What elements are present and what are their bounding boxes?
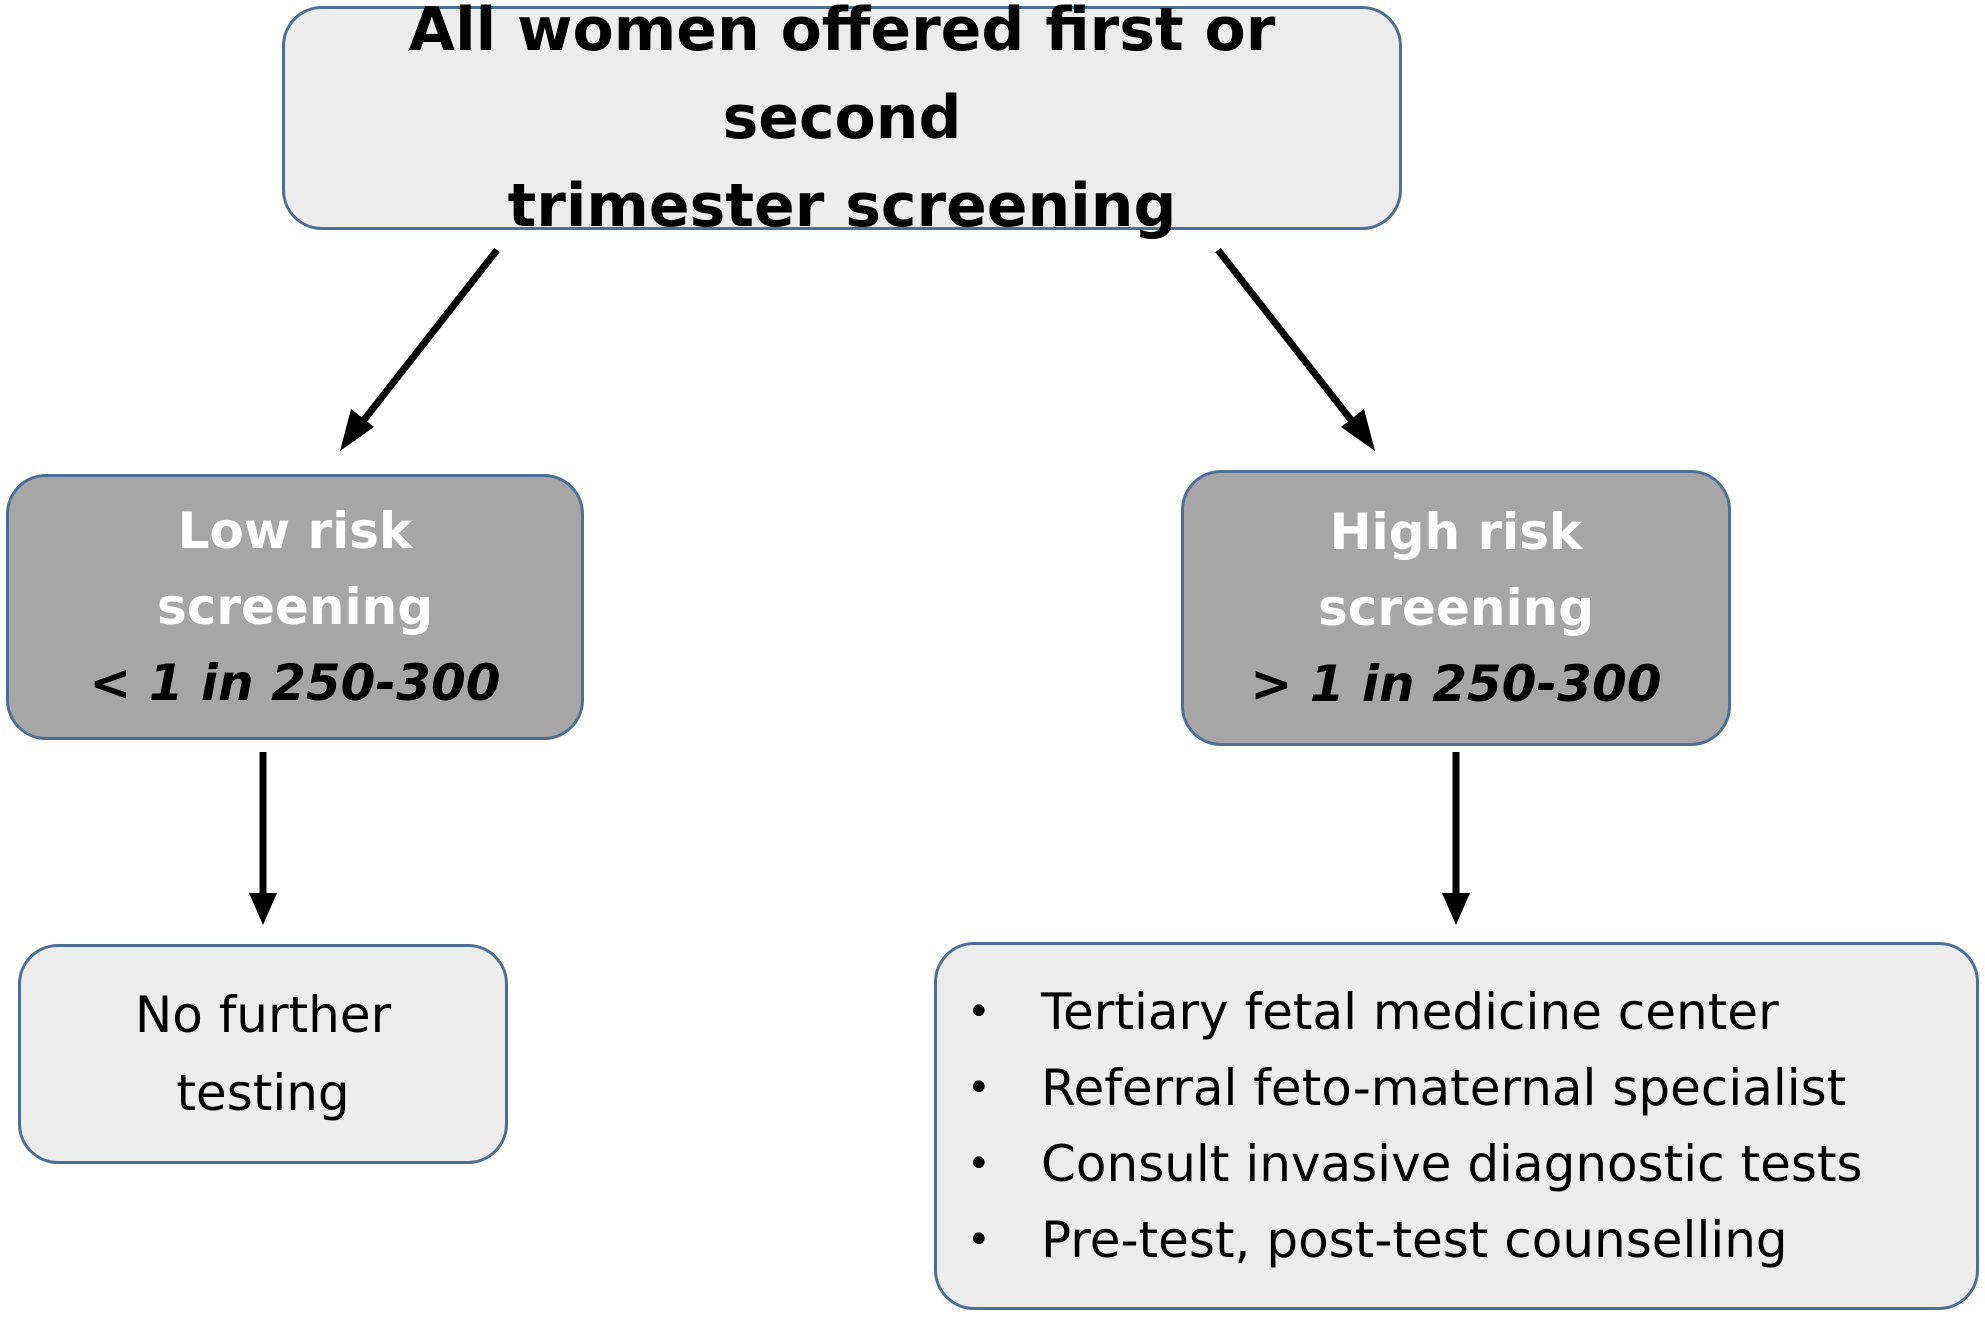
high-risk-box: High risk screening > 1 in 250-300 (1181, 470, 1731, 746)
bullet-icon: • (967, 1217, 991, 1263)
low-risk-line2: screening (156, 578, 433, 636)
low-risk-line1: Low risk (177, 502, 413, 560)
list-item: • Referral feto-maternal specialist (967, 1050, 1863, 1126)
high-risk-threshold: > 1 in 250-300 (1250, 655, 1662, 713)
screening-offer-box: All women offered first or second trimes… (282, 0, 1402, 241)
high-risk-line2: screening (1317, 579, 1594, 637)
action-label: Referral feto-maternal specialist (1041, 1059, 1847, 1117)
high-risk-line1: High risk (1329, 503, 1583, 561)
no-further-line1: No further (134, 986, 392, 1044)
bullet-icon: • (967, 1065, 991, 1111)
no-further-testing-box: No further testing (18, 944, 508, 1164)
arrow-top-to-low-risk (340, 247, 500, 451)
bullet-icon: • (967, 989, 991, 1035)
high-risk-actions-list: • Tertiary fetal medicine center • Refer… (967, 974, 1863, 1278)
screening-offer-line1: All women offered first or second (408, 0, 1276, 153)
low-risk-threshold: < 1 in 250-300 (89, 654, 501, 712)
screening-offer-line2: trimester screening (507, 171, 1177, 241)
list-item: • Consult invasive diagnostic tests (967, 1126, 1863, 1202)
action-label: Tertiary fetal medicine center (1041, 983, 1779, 1041)
arrow-low-risk-to-no-further (249, 752, 277, 925)
action-label: Pre-test, post-test counselling (1041, 1211, 1788, 1269)
no-further-line2: testing (176, 1064, 350, 1122)
action-label: Consult invasive diagnostic tests (1041, 1135, 1863, 1193)
low-risk-box: Low risk screening < 1 in 250-300 (6, 474, 584, 740)
arrow-top-to-high-risk (1215, 247, 1375, 451)
arrow-high-risk-to-actions (1442, 752, 1470, 925)
high-risk-actions-box: • Tertiary fetal medicine center • Refer… (934, 942, 1979, 1310)
list-item: • Pre-test, post-test counselling (967, 1202, 1863, 1278)
list-item: • Tertiary fetal medicine center (967, 974, 1863, 1050)
bullet-icon: • (967, 1141, 991, 1187)
